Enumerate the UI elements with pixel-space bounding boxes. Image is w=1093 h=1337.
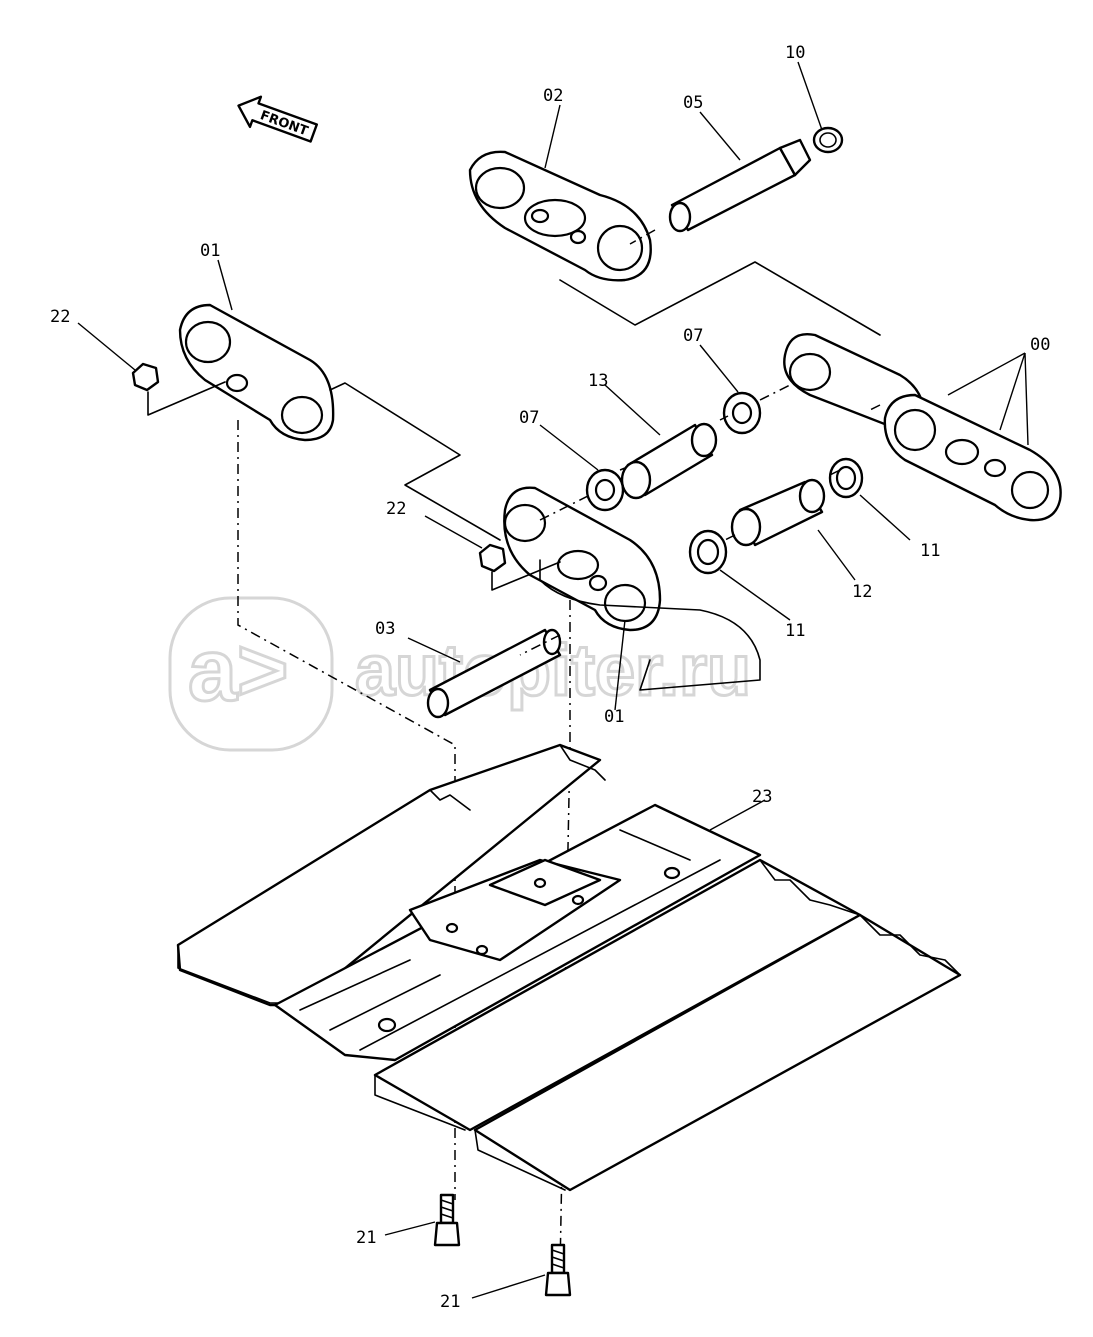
assembly-guide-top — [559, 261, 881, 336]
seal-07-lower — [585, 468, 625, 512]
assembly-guide-nut — [147, 381, 226, 416]
callout-23: 23 — [752, 787, 772, 807]
bushing-13 — [620, 422, 718, 500]
callout-22-top: 22 — [50, 307, 70, 327]
track-shoe-upper-left — [176, 743, 606, 1007]
centerline-bushing-lower — [519, 415, 841, 656]
arrow-left-icon — [237, 95, 318, 143]
pin-05 — [668, 138, 812, 233]
watermark-logo-frame — [168, 596, 334, 752]
seal-11-right — [828, 457, 864, 499]
nut-22-mid — [478, 543, 561, 591]
centerline-bushing-upper — [629, 229, 881, 411]
callout-01-top: 01 — [200, 241, 220, 261]
link-plate-01-top — [178, 303, 335, 442]
link-assembly-00 — [783, 333, 1062, 522]
callout-05: 05 — [683, 93, 703, 113]
link-plate-01-mid — [503, 486, 761, 691]
track-shoe-lower-right — [373, 858, 962, 1192]
bolt-21-upper — [433, 1193, 461, 1247]
watermark-logo: a> — [188, 620, 288, 719]
leader-lines — [77, 61, 1029, 1299]
callout-02: 02 — [543, 86, 563, 106]
callout-11-right: 11 — [920, 541, 940, 561]
nut-22-top — [131, 362, 160, 392]
bushing-12 — [730, 478, 826, 547]
callout-21-lower: 21 — [440, 1292, 460, 1312]
seal-11-mid — [688, 529, 728, 575]
track-shoe-center — [273, 803, 762, 1062]
link-plate-02 — [468, 150, 652, 282]
pin-03 — [426, 628, 562, 719]
snap-ring-10 — [812, 126, 844, 154]
callout-10: 10 — [785, 43, 805, 63]
callout-21-upper: 21 — [356, 1228, 376, 1248]
callout-07-lower: 07 — [519, 408, 539, 428]
assembly-guide-left — [329, 382, 501, 541]
callout-00: 00 — [1030, 335, 1050, 355]
callout-11-mid: 11 — [785, 621, 805, 641]
seal-07-upper — [722, 391, 762, 435]
callout-22-mid: 22 — [386, 499, 406, 519]
callout-01-bottom: 01 — [604, 707, 624, 727]
callout-03: 03 — [375, 619, 395, 639]
callout-07-upper: 07 — [683, 326, 703, 346]
callout-12: 12 — [852, 582, 872, 602]
callout-13: 13 — [588, 371, 608, 391]
callout-labels: 10 02 05 01 22 07 00 13 07 22 11 12 11 0… — [50, 43, 1050, 1312]
front-arrow: FRONT — [237, 95, 318, 143]
bolt-21-lower — [544, 1243, 572, 1297]
